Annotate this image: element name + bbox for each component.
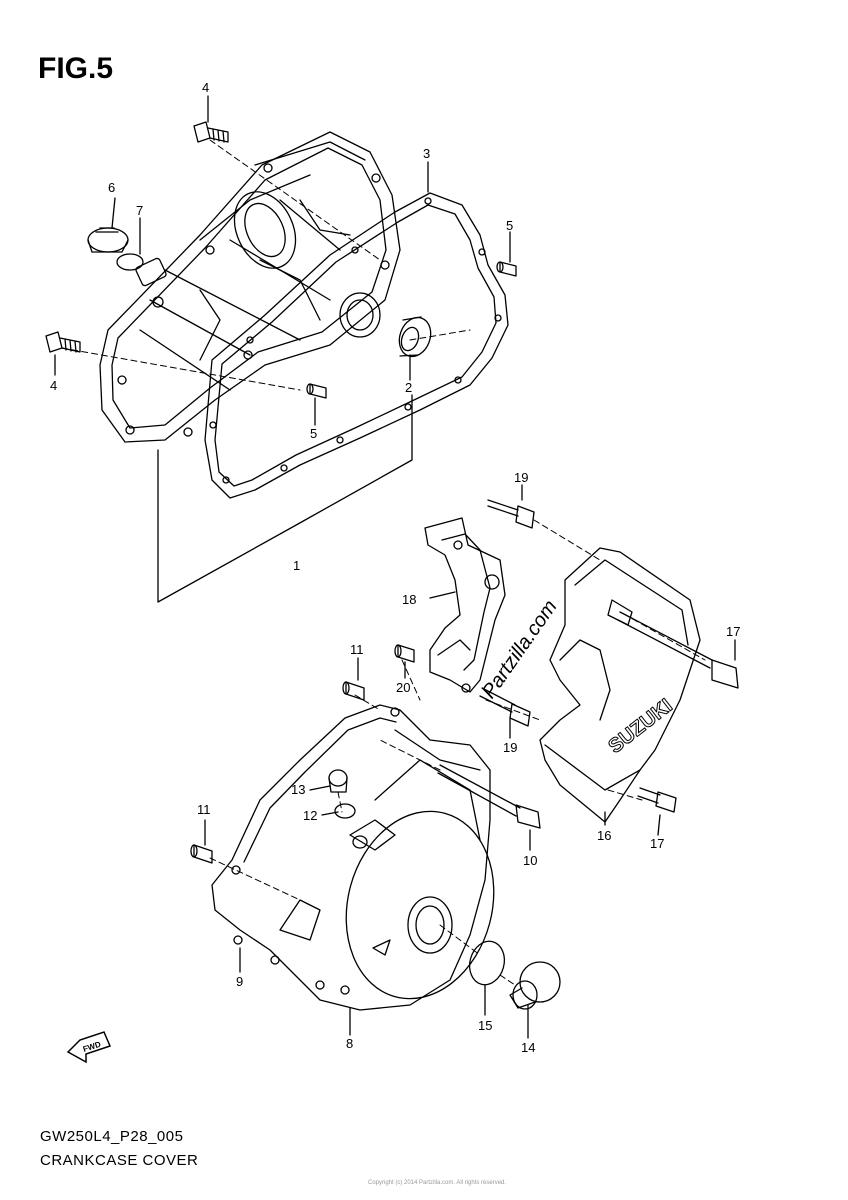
- dowel-pin: [342, 681, 365, 701]
- bolt: [637, 787, 677, 813]
- o-ring: [468, 940, 506, 986]
- callout-12: 12: [303, 808, 317, 823]
- callout-17: 17: [726, 624, 740, 639]
- callout-4: 4: [202, 80, 209, 95]
- callout-4: 4: [50, 378, 57, 393]
- dowel-pin: [306, 383, 327, 399]
- callout-19: 19: [514, 470, 528, 485]
- bolt: [45, 331, 81, 353]
- cap: [509, 961, 561, 1010]
- callout-19: 19: [503, 740, 517, 755]
- oil-seal: [398, 316, 432, 358]
- callout-20: 20: [396, 680, 410, 695]
- callout-3: 3: [423, 146, 430, 161]
- bolt: [617, 611, 739, 689]
- dowel-pin: [190, 844, 213, 864]
- oil-filler-cap: [87, 227, 129, 253]
- dowel-pin: [496, 261, 517, 277]
- forward-arrow-icon: FWD: [66, 1031, 112, 1064]
- callout-16: 16: [597, 828, 611, 843]
- callout-5: 5: [310, 426, 317, 441]
- callout-11: 11: [350, 642, 364, 657]
- clutch-cover: [99, 131, 401, 443]
- callout-10: 10: [523, 853, 537, 868]
- washer: [334, 803, 356, 819]
- diagram-code: GW250L4_P28_005: [40, 1128, 184, 1145]
- o-ring: [116, 253, 144, 271]
- figure-title: FIG.5: [38, 52, 114, 85]
- callout-2: 2: [405, 380, 412, 395]
- callout-1: 1: [293, 558, 300, 573]
- gasket: [204, 192, 509, 499]
- callout-17: 17: [650, 836, 664, 851]
- bracket: [424, 517, 506, 693]
- drain-plug: [328, 769, 348, 793]
- bolt: [437, 764, 541, 829]
- callout-5: 5: [506, 218, 513, 233]
- bolt: [193, 121, 229, 143]
- callout-14: 14: [521, 1040, 535, 1055]
- copyright-footer: Copyright (c) 2014 Partzilla.com. All ri…: [368, 1180, 507, 1186]
- callout-11: 11: [197, 802, 211, 817]
- callout-15: 15: [478, 1018, 492, 1033]
- diagram-caption: CRANKCASE COVER: [40, 1152, 199, 1169]
- callout-13: 13: [291, 782, 305, 797]
- brand-logo: SUZUKI: [605, 695, 677, 758]
- magneto-cover: [211, 704, 495, 1011]
- callout-7: 7: [136, 203, 143, 218]
- bolt: [487, 499, 535, 529]
- callout-9: 9: [236, 974, 243, 989]
- callout-18: 18: [402, 592, 416, 607]
- callout-6: 6: [108, 180, 115, 195]
- callout-8: 8: [346, 1036, 353, 1051]
- sprocket-cover: SUZUKI: [539, 547, 701, 823]
- dowel-pin: [394, 644, 415, 663]
